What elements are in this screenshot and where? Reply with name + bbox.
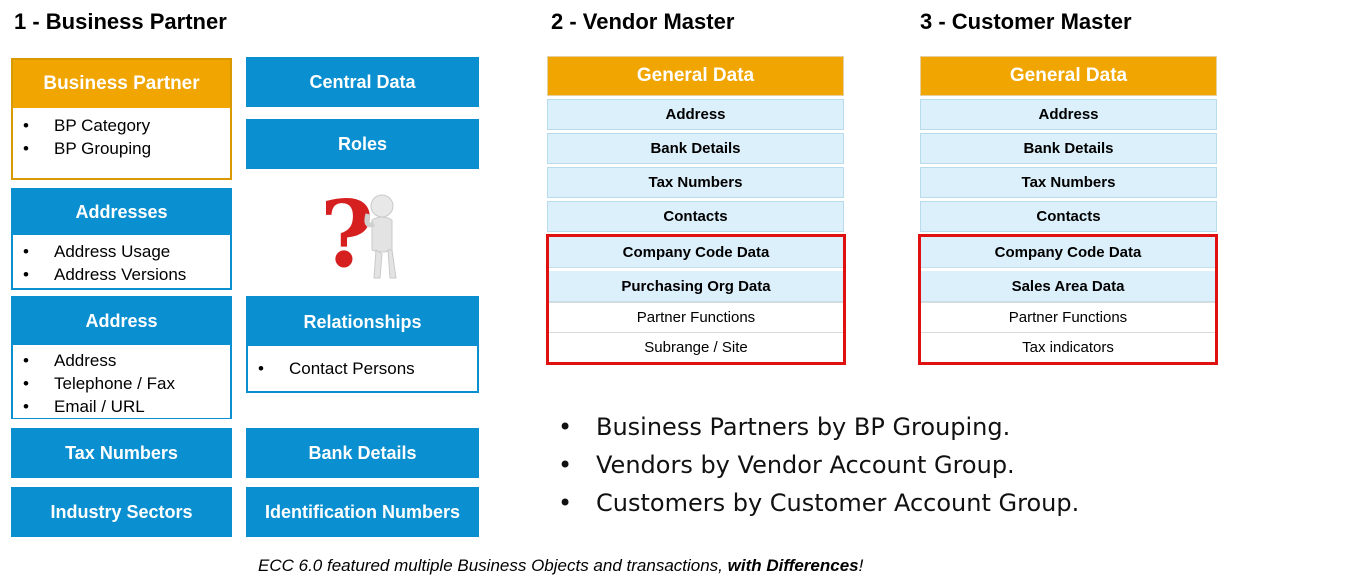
roles-box: Roles xyxy=(246,119,479,169)
business-partner-list: BP Category BP Grouping xyxy=(13,108,230,160)
addresses-box: Addresses Address Usage Address Versions xyxy=(11,188,232,290)
customer-row-tax-indicators: Tax indicators xyxy=(921,332,1215,362)
list-item: Address Usage xyxy=(23,240,230,263)
vendor-row-tax-numbers: Tax Numbers xyxy=(547,167,844,198)
business-partner-box: Business Partner BP Category BP Grouping xyxy=(11,58,232,180)
list-item: Telephone / Fax xyxy=(23,372,230,395)
central-data-box: Central Data xyxy=(246,57,479,107)
vendor-general-data-header: General Data xyxy=(547,56,844,96)
customer-general-data-header: General Data xyxy=(920,56,1217,96)
list-item: Address xyxy=(23,349,230,372)
vendor-row-subrange-site: Subrange / Site xyxy=(549,332,843,362)
customer-row-company-code-data: Company Code Data xyxy=(921,237,1215,268)
footer-text: ECC 6.0 featured multiple Business Objec… xyxy=(258,556,728,575)
customer-row-bank-details: Bank Details xyxy=(920,133,1217,164)
footer-caption: ECC 6.0 featured multiple Business Objec… xyxy=(258,556,863,576)
question-mark-figure-icon: ? xyxy=(318,180,404,284)
svg-text:?: ? xyxy=(320,180,374,284)
business-partner-header: Business Partner xyxy=(13,60,230,108)
vendor-row-contacts: Contacts xyxy=(547,201,844,232)
vendor-differences-highlight: Company Code Data Purchasing Org Data Pa… xyxy=(546,234,846,365)
title-customer-master: 3 - Customer Master xyxy=(920,9,1132,35)
identification-numbers-box: Identification Numbers xyxy=(246,487,479,537)
list-item: BP Category xyxy=(23,114,230,137)
footer-end: ! xyxy=(859,556,864,575)
relationships-list: Contact Persons xyxy=(248,346,477,380)
customer-row-address: Address xyxy=(920,99,1217,130)
list-item: Contact Persons xyxy=(258,357,477,380)
list-item: Address Versions xyxy=(23,263,230,286)
list-item: BP Grouping xyxy=(23,137,230,160)
grouping-bullet-list: Business Partners by BP Grouping. Vendor… xyxy=(558,408,1079,522)
bank-details-box: Bank Details xyxy=(246,428,479,478)
bullet-item: Vendors by Vendor Account Group. xyxy=(558,446,1079,484)
industry-sectors-box: Industry Sectors xyxy=(11,487,232,537)
addresses-list: Address Usage Address Versions xyxy=(13,235,230,286)
relationships-box: Relationships Contact Persons xyxy=(246,296,479,393)
vendor-row-purchasing-org-data: Purchasing Org Data xyxy=(549,271,843,302)
tax-numbers-box: Tax Numbers xyxy=(11,428,232,478)
address-list: Address Telephone / Fax Email / URL xyxy=(13,345,230,418)
relationships-header: Relationships xyxy=(248,298,477,346)
customer-master-table: General Data Address Bank Details Tax Nu… xyxy=(920,56,1217,232)
bullet-item: Business Partners by BP Grouping. xyxy=(558,408,1079,446)
list-item: Email / URL xyxy=(23,395,230,418)
customer-row-tax-numbers: Tax Numbers xyxy=(920,167,1217,198)
vendor-row-company-code-data: Company Code Data xyxy=(549,237,843,268)
customer-differences-highlight: Company Code Data Sales Area Data Partne… xyxy=(918,234,1218,365)
vendor-row-bank-details: Bank Details xyxy=(547,133,844,164)
vendor-master-table: General Data Address Bank Details Tax Nu… xyxy=(547,56,844,232)
address-header: Address xyxy=(13,298,230,345)
customer-row-sales-area-data: Sales Area Data xyxy=(921,271,1215,302)
address-box: Address Address Telephone / Fax Email / … xyxy=(11,296,232,419)
customer-row-contacts: Contacts xyxy=(920,201,1217,232)
title-vendor-master: 2 - Vendor Master xyxy=(551,9,734,35)
addresses-header: Addresses xyxy=(13,190,230,235)
footer-emphasis: with Differences xyxy=(728,556,859,575)
title-business-partner: 1 - Business Partner xyxy=(14,9,227,35)
vendor-row-partner-functions: Partner Functions xyxy=(549,302,843,332)
bullet-item: Customers by Customer Account Group. xyxy=(558,484,1079,522)
customer-row-partner-functions: Partner Functions xyxy=(921,302,1215,332)
vendor-row-address: Address xyxy=(547,99,844,130)
